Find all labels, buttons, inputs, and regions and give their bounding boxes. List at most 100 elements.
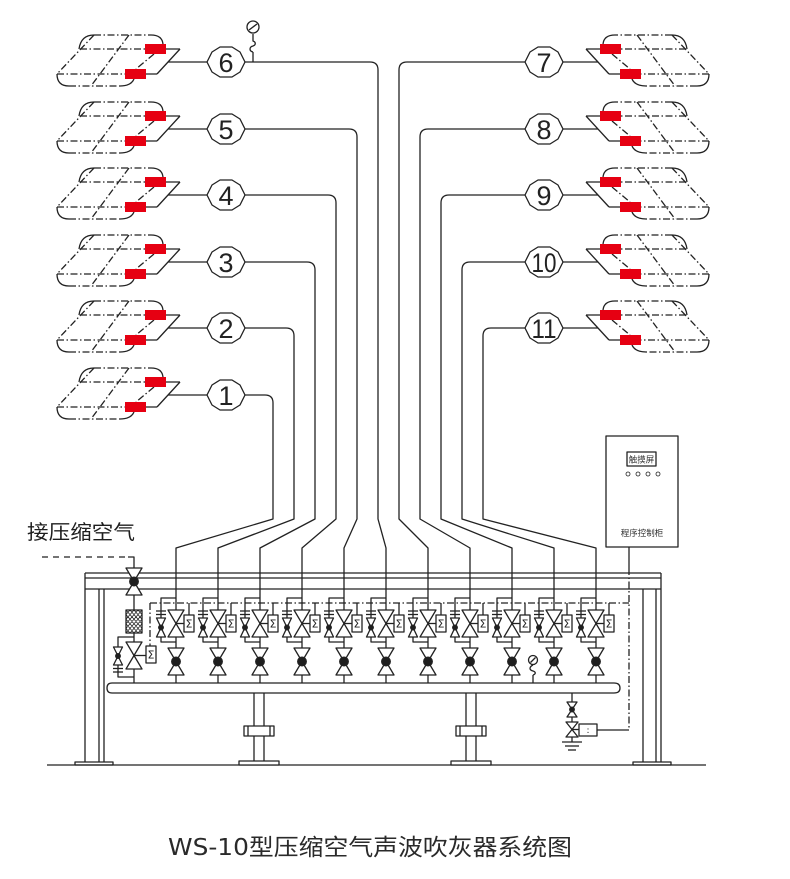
branch-unit-1: Σ: [155, 597, 195, 676]
bypass-valve-dot: [115, 653, 121, 659]
actuator-symbol: Σ: [480, 618, 487, 631]
valve-dot: [158, 624, 164, 631]
panel-bottom-curve: [696, 140, 710, 154]
horn-number-label: 2: [218, 314, 233, 344]
cabinet-label: 程序控制柜: [621, 528, 664, 539]
panel-inner-edge: [135, 53, 155, 70]
panel-bottom-curve: [56, 140, 70, 154]
valve-dot: [410, 624, 416, 631]
panel-top-curve: [78, 34, 95, 50]
solenoid-symbol: :: [586, 726, 589, 736]
indicator-lights: [625, 471, 661, 477]
panel-bottom-curve: [696, 339, 710, 353]
feed-pipe-9: [440, 194, 525, 683]
solenoid-main-valve: [461, 609, 479, 638]
touch-screen: [626, 451, 657, 467]
panel-bottom-curve: [119, 344, 135, 353]
panel-side-edge: [671, 34, 710, 75]
gauge-needle: [248, 23, 258, 31]
nozzle-bottom: [620, 269, 641, 279]
gauges-and-drain: :: [246, 20, 598, 751]
valve-dot: [284, 624, 290, 631]
air-inlet-assembly: Σ: [42, 556, 157, 683]
panel-top-curve: [150, 167, 164, 178]
control-cabinet: 触摸屏 程序控制柜: [605, 435, 679, 548]
actuator-symbol: Σ: [396, 618, 403, 631]
horn-panel: [56, 234, 181, 287]
actuator-box: [267, 614, 279, 633]
feed-pipe-6: [245, 61, 387, 683]
horn-panel: [56, 167, 181, 220]
octagon-badge: [524, 312, 564, 344]
inlet-pipe: [128, 556, 135, 683]
panel-side-edge: [56, 167, 95, 208]
panel-bottom-curve: [631, 145, 647, 154]
gauge-needle: [530, 657, 536, 663]
feed-pipe-2: [217, 327, 295, 683]
panel-mid-edge: [90, 167, 130, 220]
feed-pipe-3: [245, 261, 316, 683]
sound-horn-11: 11: [524, 300, 710, 353]
panel-inner-edge: [135, 186, 155, 203]
panel-mid-edge: [636, 101, 676, 154]
panel-top-curve: [671, 300, 688, 316]
panel-mid-edge: [90, 101, 130, 154]
panel-inner-edge: [611, 53, 631, 70]
panel-side-edge: [56, 34, 95, 75]
solenoid-main-valve: [251, 609, 269, 638]
panel-mid-edge: [90, 34, 130, 87]
sound-horn-8: 8: [524, 101, 710, 154]
feed-pipe-11: [482, 327, 597, 683]
nozzle-bottom: [620, 335, 641, 345]
feed-pipe-5: [245, 128, 358, 683]
panel-top-curve: [78, 234, 95, 250]
valve-dot: [452, 624, 458, 631]
panel-mid-edge: [90, 300, 130, 353]
panel-side-edge: [671, 167, 710, 208]
branch-unit-4: Σ: [281, 597, 321, 676]
panel-bottom-curve: [119, 211, 135, 220]
support-clamp: [455, 725, 487, 737]
horn-number-label: 11: [532, 314, 557, 344]
panel-side-edge: [56, 367, 95, 408]
actuator-symbol: Σ: [564, 618, 571, 631]
nozzle-top: [145, 44, 166, 54]
horn-number-label: 10: [532, 248, 557, 278]
branch-unit-10: Σ: [533, 597, 573, 676]
nozzle-bottom: [620, 136, 641, 146]
horn-number-label: 7: [536, 48, 551, 78]
panel-side-edge: [671, 234, 710, 275]
support-foot: [450, 760, 492, 766]
feed-pipe-4: [245, 194, 337, 683]
panel-top-curve: [602, 167, 616, 178]
branch-unit-8: Σ: [449, 597, 489, 676]
branch-unit-11: Σ: [575, 597, 615, 676]
branch-unit-7: Σ: [407, 597, 447, 676]
panel-mid-edge: [636, 300, 676, 353]
panel-bottom-curve: [631, 211, 647, 220]
nozzle-top: [600, 177, 621, 187]
horn-panel: [585, 101, 710, 154]
panel-side-edge: [671, 300, 710, 341]
horn-panel: [56, 34, 181, 87]
solenoid-box: [578, 723, 598, 737]
sound-horn-3: 3: [56, 234, 246, 287]
valve-dot: [536, 624, 542, 631]
ball-valve-dot: [339, 656, 349, 667]
horn-panel: [585, 300, 710, 353]
branch-unit-9: Σ: [491, 597, 531, 676]
panel-bottom-curve: [119, 278, 135, 287]
panel-bottom-curve: [631, 78, 647, 87]
nozzle-top: [145, 310, 166, 320]
sound-horn-10: 10: [524, 234, 710, 287]
actuator-box: [351, 614, 363, 633]
panel-top-curve: [602, 300, 616, 311]
nozzle-bottom: [125, 69, 146, 79]
panel-top-curve: [150, 34, 164, 45]
indicator-light: [625, 471, 631, 477]
gauge-coil: [529, 664, 536, 676]
solenoid-main-valve: [587, 609, 605, 638]
manifold-pressure-gauge: [527, 654, 539, 683]
horn-number-label: 4: [218, 181, 233, 211]
